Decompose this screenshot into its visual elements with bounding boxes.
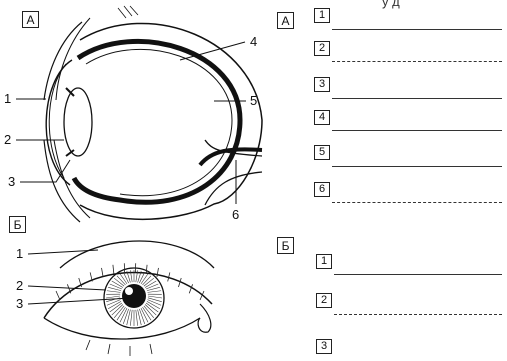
eyelash (168, 272, 170, 281)
iris-ray (107, 291, 121, 293)
answer-a-line-1[interactable] (332, 29, 502, 30)
answer-b-line-2[interactable] (334, 314, 502, 315)
eyelash (67, 284, 70, 293)
iris-ray (106, 296, 120, 298)
iris-ray (112, 281, 123, 288)
callout-a-5: 5 (250, 94, 257, 107)
iris-ray (148, 296, 162, 298)
callout-a-1: 1 (4, 92, 11, 105)
callout-a-2: 2 (4, 133, 11, 146)
iris-ray (130, 310, 132, 326)
answers-b-label: Б (277, 237, 294, 254)
iris-ray (107, 300, 121, 306)
iris-ray (130, 270, 132, 282)
callout-b-3: 3 (16, 297, 23, 310)
eyelash (90, 272, 92, 281)
iris-ray (136, 310, 138, 326)
answer-a-num-5: 5 (314, 145, 330, 160)
eyelash (189, 284, 192, 293)
callout-a-3: 3 (8, 175, 15, 188)
answer-a-line-6[interactable] (332, 202, 502, 203)
eyelash (157, 268, 159, 277)
eyelash (113, 265, 114, 274)
callout-a-6: 6 (232, 208, 239, 221)
iris-ray (145, 281, 156, 288)
answer-a-line-5[interactable] (332, 166, 502, 167)
answer-a-line-3[interactable] (332, 98, 502, 99)
iris-ray (148, 291, 162, 293)
iris-ray (148, 300, 162, 306)
answer-b-num-3: 3 (316, 339, 332, 354)
callout-b-1: 1 (16, 247, 23, 260)
callout-b-2: 2 (16, 279, 23, 292)
iris-ray (148, 298, 162, 302)
answer-a-line-2[interactable] (332, 61, 502, 62)
answer-a-num-2: 2 (314, 41, 330, 56)
figure-b-label: Б (9, 216, 26, 233)
figure-a-label: А (22, 11, 39, 28)
eyelash (102, 268, 104, 277)
eyelash (79, 278, 82, 287)
answer-a-num-3: 3 (314, 77, 330, 92)
iris-ray (106, 298, 120, 302)
answer-b-num-2: 2 (316, 293, 332, 308)
answers-a-label: А (277, 12, 294, 29)
eyelash (178, 278, 181, 287)
answer-b-line-1[interactable] (334, 274, 502, 275)
eyelash (56, 291, 60, 300)
callout-a-4: 4 (250, 35, 257, 48)
eyelash (200, 291, 204, 300)
answer-a-num-4: 4 (314, 110, 330, 125)
eyelash (146, 265, 147, 274)
answer-a-num-6: 6 (314, 182, 330, 197)
answer-a-num-1: 1 (314, 8, 330, 23)
answer-a-line-4[interactable] (332, 130, 502, 131)
iris-ray (136, 270, 138, 282)
answer-b-num-1: 1 (316, 254, 332, 269)
